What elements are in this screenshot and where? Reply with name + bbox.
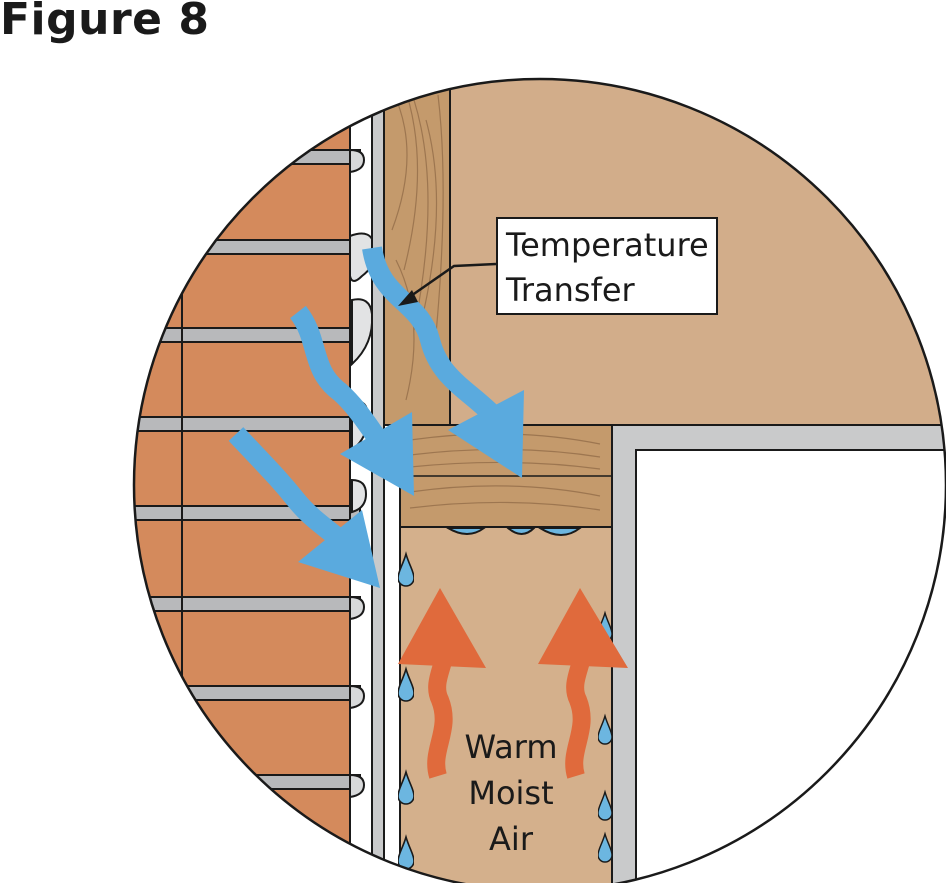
- callout-line-1: Temperature: [506, 226, 709, 264]
- air-label-line-1: Warm: [464, 728, 558, 766]
- cold-arrow-2: [289, 305, 400, 465]
- cold-arrow-3: [228, 427, 357, 556]
- brick-wall: [134, 79, 376, 883]
- warm-moist-air-label: Warm Moist Air: [436, 724, 586, 862]
- temperature-transfer-callout: Temperature Transfer: [496, 217, 718, 315]
- condensation-droplets: [398, 527, 612, 871]
- detail-circle: [132, 77, 946, 883]
- air-label-line-2: Moist: [468, 774, 554, 812]
- air-label-line-3: Air: [489, 820, 533, 858]
- callout-line-2: Transfer: [506, 271, 635, 309]
- cold-flow-arrows: [228, 246, 506, 556]
- figure-title: Figure 8: [0, 0, 210, 45]
- cold-arrow-1: [362, 246, 506, 427]
- callout-pointer: [398, 262, 497, 306]
